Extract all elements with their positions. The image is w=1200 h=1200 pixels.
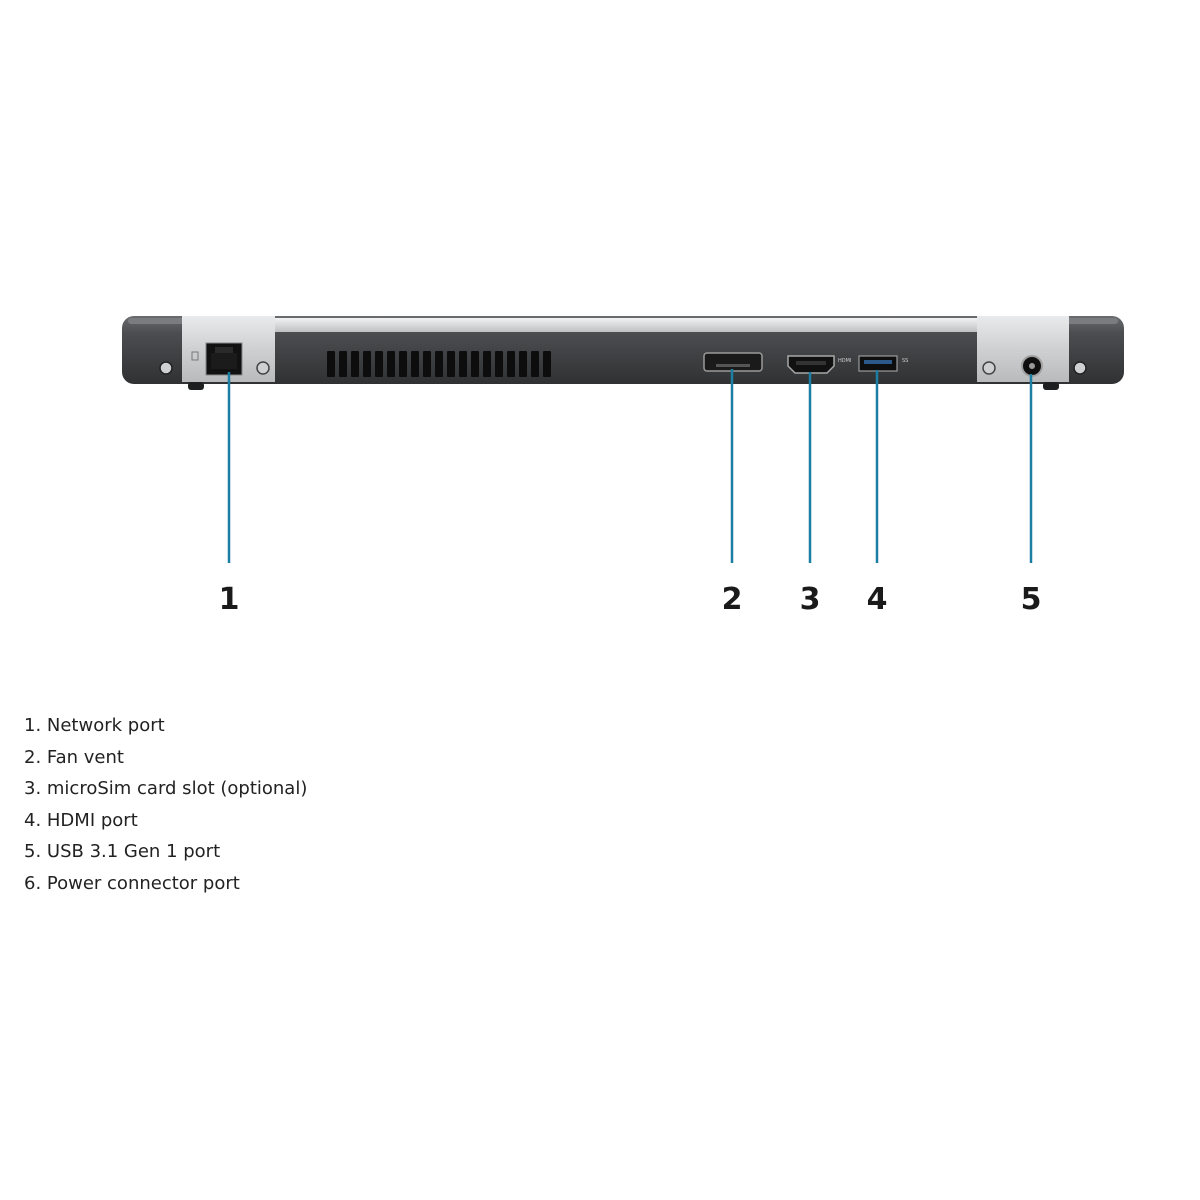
callout-number: 1 [219, 582, 240, 617]
callout-number: 4 [867, 582, 888, 617]
usb-port: SS [858, 355, 908, 372]
network-port [191, 342, 243, 376]
legend-item: 3. microSim card slot (optional) [24, 778, 308, 799]
rubber-foot-left [188, 382, 204, 390]
vent-slat [447, 351, 455, 377]
vent-slat [363, 351, 371, 377]
screw-icon [982, 361, 996, 375]
vent-slat [543, 351, 551, 377]
microsim-slot-icon [703, 352, 763, 372]
hdmi-mark: HDMI [838, 358, 851, 364]
vent-slat [471, 351, 479, 377]
laptop-chassis [122, 316, 1124, 390]
vent-slat [519, 351, 527, 377]
callout-number: 3 [800, 582, 821, 617]
rubber-foot-right [1043, 382, 1059, 390]
vent-slat [411, 351, 419, 377]
screw-icon [256, 361, 270, 375]
legend-item: 6. Power connector port [24, 872, 240, 894]
screw-icon [159, 361, 173, 375]
vent-slat [507, 351, 515, 377]
legend-item: 4. HDMI port [24, 809, 138, 831]
vent-slat [327, 351, 335, 377]
vent-slat [495, 351, 503, 377]
fan-vent [327, 351, 551, 377]
callouts: 1 2 3 4 5 [219, 369, 1042, 617]
legend-item: 1. Network port [24, 715, 165, 736]
screw-icon [1073, 361, 1087, 375]
screws [159, 361, 1087, 375]
vent-slat [351, 351, 359, 377]
vent-slat [399, 351, 407, 377]
legend-item: 2. Fan vent [24, 746, 124, 768]
usb-superspeed-mark: SS [902, 358, 908, 364]
hdmi-port: HDMI [787, 355, 851, 374]
microsim-card-slot [703, 352, 763, 372]
port-legend: 1. Network port 2. Fan vent 3. microSim ca… [24, 710, 307, 899]
vent-slat [459, 351, 467, 377]
power-connector-port [1021, 355, 1043, 377]
callout-number: 5 [1021, 582, 1042, 617]
vent-slat [375, 351, 383, 377]
laptop-rear-view-diagram: HDMI SS 1 2 3 4 5 [122, 316, 1124, 617]
callout-number: 2 [722, 582, 743, 617]
vent-slat [483, 351, 491, 377]
vent-slat [339, 351, 347, 377]
vent-slat [531, 351, 539, 377]
vent-slat [423, 351, 431, 377]
vent-slat [435, 351, 443, 377]
network-symbol-icon [191, 351, 199, 361]
lid-edge [275, 318, 977, 332]
vent-slat [387, 351, 395, 377]
legend-item: 5. USB 3.1 Gen 1 port [24, 841, 221, 862]
